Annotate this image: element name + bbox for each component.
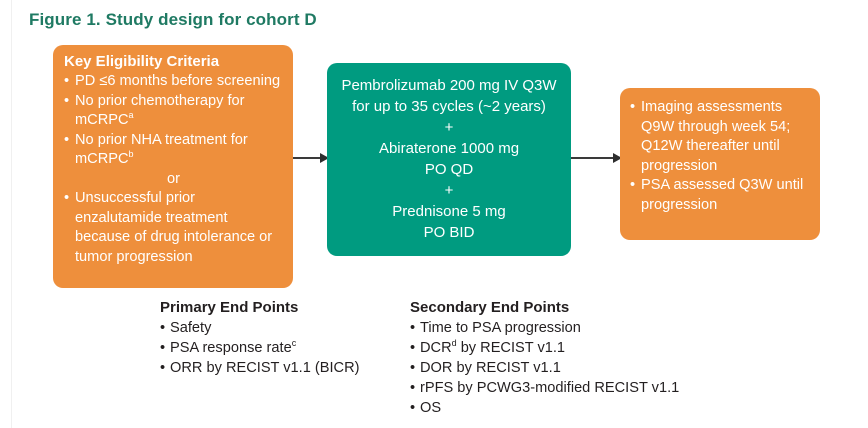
assessments-list: Imaging assessments Q9W through week 54;… [630, 98, 812, 215]
eligibility-item-text: PD ≤6 months before screening [75, 73, 281, 89]
treatment-line: Prednisone 5 mg [392, 203, 506, 220]
secondary-end-points-section: Secondary End Points Time to PSA progres… [410, 298, 679, 418]
footnote-marker-b: b [128, 149, 134, 160]
arrow-shaft [293, 157, 321, 159]
primary-end-points-section: Primary End Points Safety PSA response r… [160, 298, 359, 378]
list-item: Safety [160, 318, 359, 338]
endpoint-text-tail: by RECIST v1.1 [456, 340, 566, 356]
list-item: PSA response ratec [160, 338, 359, 358]
eligibility-or-separator: or [64, 170, 283, 190]
endpoint-text: Time to PSA progression [420, 320, 581, 336]
list-item: Unsuccessful prior enzalutamide treatmen… [64, 189, 283, 267]
endpoint-text: ORR by RECIST v1.1 (BICR) [170, 360, 360, 376]
list-item: Imaging assessments Q9W through week 54;… [630, 98, 812, 176]
endpoint-text: rPFS by PCWG3-modified RECIST v1.1 [420, 380, 680, 396]
footnote-marker-a: a [128, 110, 134, 121]
eligibility-heading: Key Eligibility Criteria [64, 53, 220, 70]
arrow-treatment-to-assessments [571, 152, 622, 164]
treatment-line: for up to 35 cycles (~2 years) [352, 98, 546, 115]
treatment-line: Abiraterone 1000 mg [378, 140, 520, 157]
endpoint-text: DCR [420, 340, 452, 356]
arrow-head-icon [320, 152, 329, 163]
key-eligibility-criteria-box: Key Eligibility Criteria PD ≤6 months be… [53, 45, 293, 288]
secondary-end-points-list: Time to PSA progression DCRd by RECIST v… [410, 318, 679, 418]
treatment-line: PO QD [424, 161, 474, 178]
list-item: ORR by RECIST v1.1 (BICR) [160, 358, 359, 378]
list-item: PD ≤6 months before screening [64, 72, 283, 92]
footnote-marker-c: c [291, 338, 297, 349]
eligibility-item-text: No prior NHA treatment for mCRPC [75, 131, 248, 168]
footnote-marker-d: d [451, 338, 457, 349]
arrow-head-icon [613, 152, 622, 163]
treatment-plus-symbol: + [444, 182, 454, 199]
list-item: DOR by RECIST v1.1 [410, 358, 679, 378]
eligibility-item-text: Unsuccessful prior enzalutamide treatmen… [75, 190, 273, 265]
treatment-plus-symbol: + [444, 119, 454, 136]
endpoint-text: PSA response rate [170, 340, 292, 356]
primary-end-points-heading: Primary End Points [160, 299, 299, 316]
arrow-shaft [571, 157, 614, 159]
secondary-end-points-heading: Secondary End Points [410, 299, 570, 316]
treatment-line: PO BID [423, 224, 475, 241]
list-item: PSA assessed Q3W until progression [630, 176, 812, 215]
list-item: DCRd by RECIST v1.1 [410, 338, 679, 358]
treatment-regimen-box: Pembrolizumab 200 mg IV Q3W for up to 35… [327, 63, 571, 256]
arrow-eligibility-to-treatment [293, 152, 329, 164]
eligibility-item-text: No prior chemotherapy for mCRPC [75, 92, 245, 129]
list-item: Time to PSA progression [410, 318, 679, 338]
primary-end-points-list: Safety PSA response ratec ORR by RECIST … [160, 318, 359, 378]
assessments-box: Imaging assessments Q9W through week 54;… [620, 88, 820, 240]
or-label: or [167, 170, 180, 187]
endpoint-text: Safety [170, 320, 212, 336]
left-edge-rule [11, 0, 12, 428]
endpoint-text: OS [420, 400, 442, 416]
endpoint-text: DOR by RECIST v1.1 [420, 360, 561, 376]
list-item: No prior chemotherapy for mCRPCa [64, 92, 283, 131]
treatment-line: Pembrolizumab 200 mg IV Q3W [341, 77, 557, 94]
list-item: No prior NHA treatment for mCRPCb [64, 131, 283, 170]
list-item: OS [410, 398, 679, 418]
page-title: Figure 1. Study design for cohort D [29, 10, 317, 29]
list-item: rPFS by PCWG3-modified RECIST v1.1 [410, 378, 679, 398]
eligibility-list: PD ≤6 months before screening No prior c… [64, 72, 283, 267]
